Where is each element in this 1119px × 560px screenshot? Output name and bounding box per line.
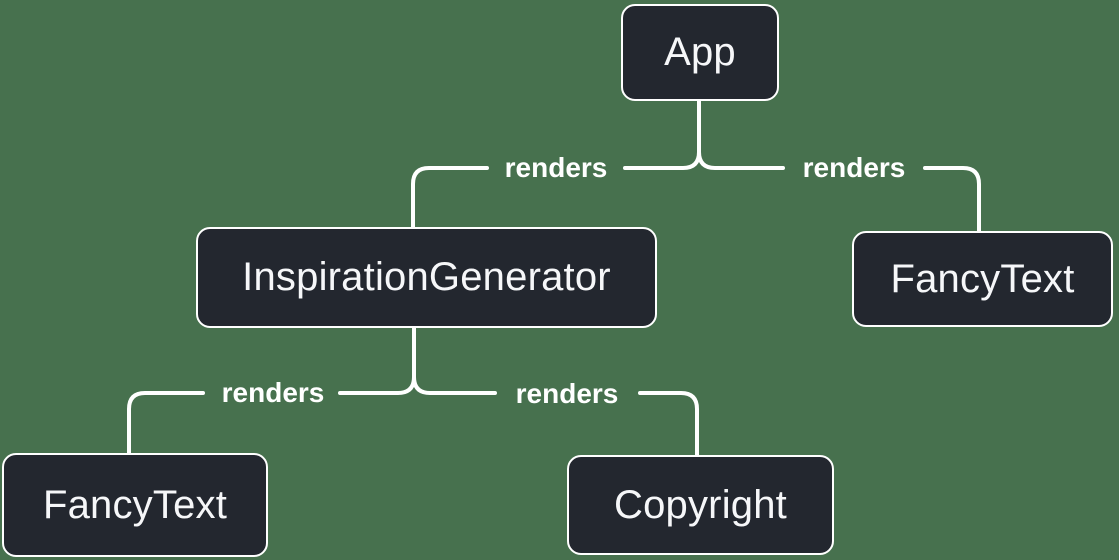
edge-label-inspirationgenerator-copyright: renders [515, 378, 619, 409]
edge-app-fancytext-segment-b [923, 166, 981, 233]
edge-inspirationgenerator-copyright-segment-b [638, 391, 699, 457]
edge-label-inspirationgenerator-fancytext: renders [221, 377, 325, 408]
edge-label-app-inspirationgenerator: renders [504, 152, 608, 183]
node-fancy-text-right-label: FancyText [890, 256, 1075, 301]
node-copyright-label: Copyright [614, 482, 787, 527]
edge-inspirationgenerator-fancytext-segment-b [127, 391, 205, 455]
edge-app-inspirationgenerator-segment-b [411, 166, 489, 229]
node-copyright: Copyright [567, 455, 834, 555]
node-fancy-text-left-label: FancyText [42, 482, 228, 527]
node-fancy-text-right: FancyText [852, 231, 1113, 327]
edge-label-app-fancytext: renders [802, 152, 906, 183]
edge-inspirationgenerator-copyright-segment-a [412, 326, 497, 395]
edge-inspirationgenerator-fancytext-segment-a [338, 326, 416, 395]
node-fancy-text-left: FancyText [2, 453, 268, 557]
node-inspiration-generator-label: InspirationGenerator [242, 255, 611, 299]
edge-app-inspirationgenerator-segment-a [623, 99, 701, 170]
node-app: App [621, 4, 779, 101]
node-inspiration-generator: InspirationGenerator [196, 227, 657, 328]
node-app-label: App [664, 30, 736, 74]
edge-app-fancytext-segment-a [697, 99, 785, 170]
